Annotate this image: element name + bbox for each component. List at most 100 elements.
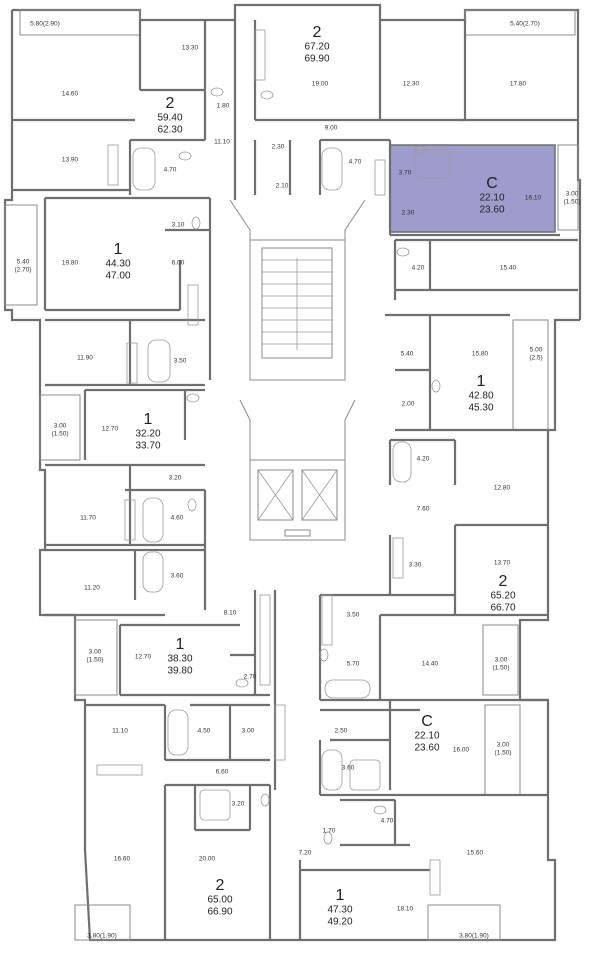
balcony-bottom-right <box>427 904 501 941</box>
balcony-right-3 <box>482 624 519 696</box>
room-area: 4.50 <box>198 728 211 735</box>
interior-walls <box>12 20 578 940</box>
toilet-icon <box>260 90 274 100</box>
room-area: 3.00 <box>497 742 510 749</box>
room-area: 3.80(1.90) <box>459 933 489 940</box>
room-area: 7.60 <box>417 506 430 513</box>
room-area: 3.00 <box>495 657 508 664</box>
apartment-label[interactable]: 1 42.80 45.30 <box>468 373 493 413</box>
kitchen-counter <box>124 499 136 541</box>
room-count: 1 <box>176 636 185 653</box>
apartment-label[interactable]: 2 65.00 66.90 <box>207 877 232 917</box>
apartment-label[interactable]: 1 47.30 49.20 <box>327 887 352 927</box>
room-area: (1.50) <box>493 665 510 672</box>
room-area: 2.00 <box>402 401 415 408</box>
total-area: 59.40 <box>157 113 182 124</box>
total-area: 22.10 <box>414 731 439 742</box>
room-area: 2.70 <box>244 674 257 681</box>
total-area: 42.80 <box>468 391 493 402</box>
kitchen-counter <box>429 859 441 896</box>
apartment-label[interactable]: 1 44.30 47.00 <box>105 241 130 281</box>
room-area: 3.00 <box>566 191 579 198</box>
room-area: 19.80 <box>62 260 79 267</box>
room-area: (1.50) <box>87 657 104 664</box>
room-area: 8.10 <box>224 610 237 617</box>
room-area: 3.20 <box>232 801 245 808</box>
toilet-icon <box>323 831 333 845</box>
apartment-label[interactable]: 1 32.20 33.70 <box>135 411 160 451</box>
total-area: 47.30 <box>327 905 352 916</box>
room-area: 3.00 <box>242 728 255 735</box>
room-count: 2 <box>216 877 225 894</box>
room-area: 1.70 <box>323 828 336 835</box>
room-area: 12.80 <box>494 485 511 492</box>
kitchen-counter <box>187 284 199 326</box>
room-area: 14.40 <box>422 661 439 668</box>
room-area: 5.40 <box>401 351 414 358</box>
room-area: (1.50) <box>52 431 69 438</box>
room-area: 3.60 <box>342 765 355 772</box>
kitchen-counter <box>126 342 138 384</box>
kitchen-counter <box>254 29 266 81</box>
room-area: 15.40 <box>500 265 517 272</box>
apartment-label[interactable]: 2 67.20 69.90 <box>304 24 329 64</box>
room-area: 9.00 <box>325 125 338 132</box>
room-area: (1.50) <box>495 750 512 757</box>
kitchen-counters <box>96 29 441 896</box>
room-area: 2.10 <box>276 183 289 190</box>
toilet-icon <box>413 145 427 155</box>
room-area: 11.10 <box>112 728 128 735</box>
kitchen-counter <box>96 764 143 776</box>
toilet-icon <box>260 793 270 807</box>
room-area: 3.30 <box>409 562 422 569</box>
living-area: 23.60 <box>414 743 439 754</box>
living-area: 66.70 <box>490 603 515 614</box>
apartment-labels: 2 67.20 69.90 2 59.40 62.30 С 22.10 23.6… <box>105 24 515 927</box>
living-area: 49.20 <box>327 917 352 928</box>
room-area: 13.70 <box>494 560 511 567</box>
room-count: С <box>486 175 498 192</box>
room-area: 15.60 <box>467 850 484 857</box>
room-area: 5.40 <box>17 259 30 266</box>
living-area: 62.30 <box>157 125 182 136</box>
room-area: 5.00 <box>530 347 543 354</box>
room-count: 2 <box>499 573 508 590</box>
apartment-label[interactable]: С 22.10 23.60 <box>414 713 439 753</box>
room-count: 2 <box>313 24 322 41</box>
room-area: 6.60 <box>216 769 229 776</box>
balcony-left-1 <box>4 204 38 306</box>
room-area: 4.20 <box>412 265 425 272</box>
room-area: 2.50 <box>335 728 348 735</box>
apartment-label[interactable]: 1 38.30 39.80 <box>167 636 192 676</box>
total-area: 65.00 <box>207 895 232 906</box>
room-area: 4.70 <box>164 167 177 174</box>
living-area: 45.30 <box>468 403 493 414</box>
building-core <box>229 199 366 541</box>
kitchen-counter <box>392 537 404 579</box>
room-area: 3.20 <box>169 475 182 482</box>
room-area: 5.80(2.90) <box>30 21 60 28</box>
room-area: 19.00 <box>312 81 329 88</box>
toilet-icon <box>319 648 329 662</box>
bathtub-icon <box>142 497 164 543</box>
living-area: 69.90 <box>304 54 329 65</box>
room-area: 18.10 <box>397 906 414 913</box>
toilet-icon <box>210 87 224 97</box>
room-count: 2 <box>166 95 175 112</box>
apartment-label-highlighted[interactable]: С 22.10 23.60 <box>479 175 504 215</box>
apartment-label[interactable]: 2 59.40 62.30 <box>157 95 182 135</box>
bathtub-icon <box>167 709 189 756</box>
balcony-bottom-left <box>74 904 131 941</box>
bathtub-icon <box>324 679 371 699</box>
toilet-icon <box>186 393 200 403</box>
room-area: 13.30 <box>182 45 199 52</box>
balcony-right-2 <box>557 144 579 231</box>
apartment-label[interactable]: 2 65.20 66.70 <box>490 573 515 613</box>
total-area: 44.30 <box>105 259 130 270</box>
room-count: 1 <box>114 241 123 258</box>
room-area: 6.00 <box>172 260 185 267</box>
toilet-icon <box>187 498 197 512</box>
room-area: 14.60 <box>62 91 79 98</box>
room-area: 4.70 <box>381 818 394 825</box>
living-area: 23.60 <box>479 205 504 216</box>
